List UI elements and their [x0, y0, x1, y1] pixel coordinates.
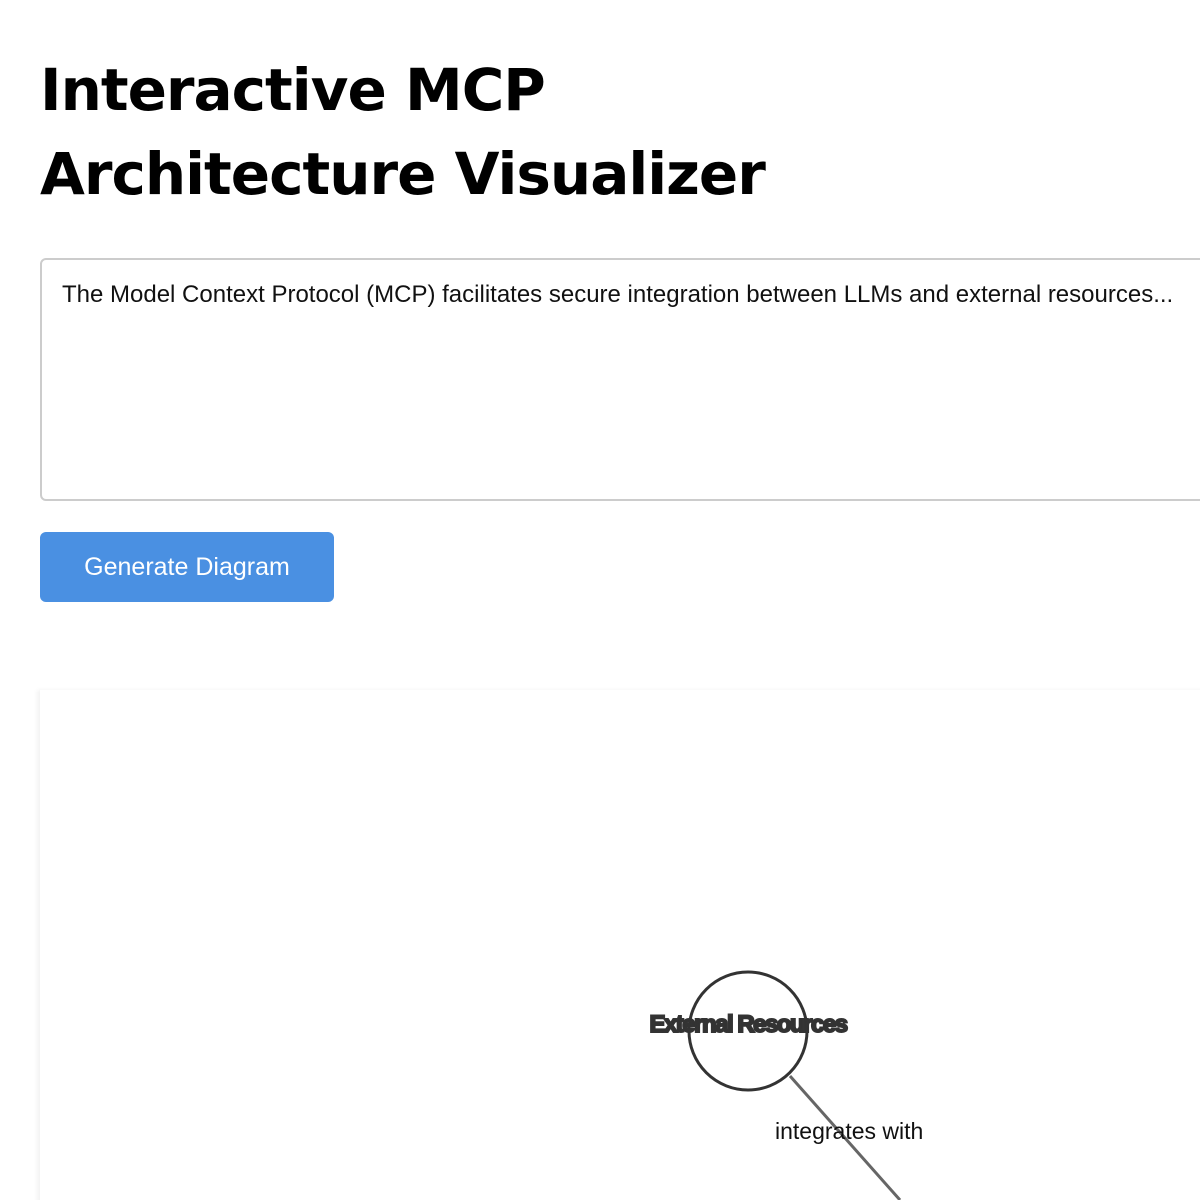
page-title: Interactive MCP Architecture Visualizer — [40, 56, 766, 208]
node-label: External Resources — [649, 1011, 847, 1038]
description-input[interactable] — [40, 258, 1200, 501]
diagram-canvas[interactable]: External Resources integrates with — [40, 690, 1200, 1200]
node-external-resources[interactable] — [687, 970, 809, 1092]
diagram-svg: External Resources integrates with — [648, 970, 923, 1200]
edge-label: integrates with — [775, 1118, 923, 1144]
generate-diagram-button[interactable]: Generate Diagram — [40, 532, 334, 602]
edge-line — [788, 1075, 902, 1200]
